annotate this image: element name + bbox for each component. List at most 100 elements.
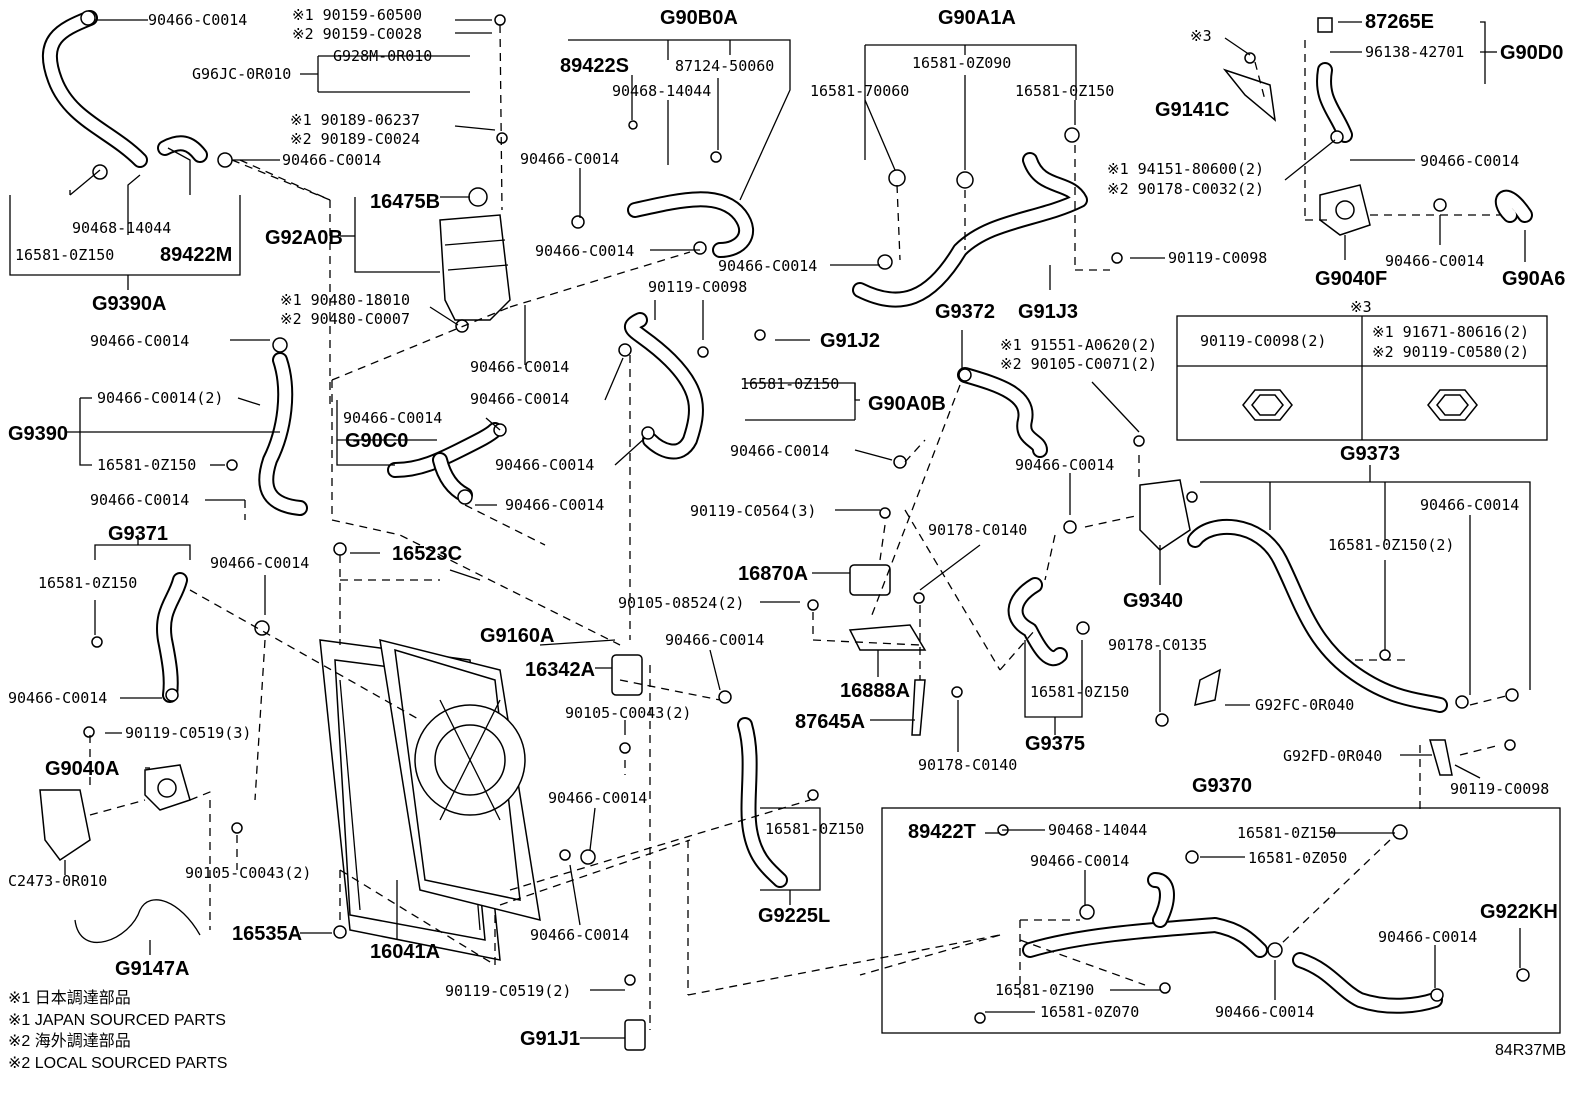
part-label: 96138-42701 [1365,43,1464,61]
part-label: 90466-C0014 [730,442,829,460]
part-label: 16581-0Z150 [740,375,839,393]
part-label: 90178-C0140 [918,756,1017,774]
part-label: ※2 90105-C0071(2) [1000,355,1157,373]
part-label: G9390 [8,423,68,445]
fastener-table [1176,315,1548,441]
legend-line: ※2 海外調達部品 [8,1032,131,1050]
part-label: 90105-C0043(2) [565,704,691,722]
part-label: G9141C [1155,99,1230,121]
part-label: 90466-C0014 [718,257,817,275]
part-label: ※2 90178-C0032(2) [1107,180,1264,198]
part-label: 90466-C0014 [90,491,189,509]
part-label: ※3 [1350,298,1372,316]
part-label: 16581-0Z150(2) [1328,536,1454,554]
part-label: G90C0 [345,430,408,452]
part-label: 90466-C0014 [282,151,381,169]
part-label: G90D0 [1500,42,1563,64]
part-label: 90466-C0014 [90,332,189,350]
part-label: 16581-70060 [810,82,909,100]
part-label: 16581-0Z070 [1040,1003,1139,1021]
part-label: 89422M [160,244,232,266]
part-label: G9370 [1192,775,1252,797]
legend: ※1 日本調達部品 ※1 JAPAN SOURCED PARTS ※2 海外調達… [8,989,227,1072]
part-label: 90105-C0043(2) [185,864,311,882]
part-label: 90466-C0014 [665,631,764,649]
part-label: G90A0B [868,393,946,415]
part-label: ※1 91671-80616(2) [1372,323,1529,341]
legend-line: ※2 LOCAL SOURCED PARTS [8,1055,227,1072]
part-label: G96JC-0R010 [192,65,291,83]
part-label: 90466-C0014 [535,242,634,260]
part-label: ※3 [1190,27,1212,45]
part-label: ※1 90480-18010 [280,291,410,309]
part-label: G9373 [1340,443,1400,465]
part-label: 90466-C0014 [548,789,647,807]
part-label: 16581-0Z090 [912,54,1011,72]
radiator [319,638,541,961]
part-label: G91J1 [520,1028,580,1050]
part-label: G9160A [480,625,555,647]
hoses [42,10,1533,1014]
part-label: 90466-C0014 [520,150,619,168]
part-label: G9390A [92,293,167,315]
legend-line: ※1 JAPAN SOURCED PARTS [8,1012,226,1029]
part-label: 90466-C0014 [343,409,442,427]
part-label: 90178-C0135 [1108,636,1207,654]
part-label: 90119-C0098 [648,278,747,296]
part-label: 16581-0Z150 [97,456,196,474]
part-label: G9225L [758,905,830,927]
part-label: 90466-C0014 [1420,496,1519,514]
part-label: 90466-C0014(2) [97,389,223,407]
part-label: 90468-14044 [1048,821,1147,839]
part-label: 90466-C0014 [1215,1003,1314,1021]
part-label: 16581-0Z150 [1237,824,1336,842]
part-label: 87645A [795,711,865,733]
part-label: 16581-0Z150 [1015,82,1114,100]
diagram-code: 84R37MB [1495,1042,1566,1059]
part-label: G91J3 [1018,301,1078,323]
part-label: 90466-C0014 [495,456,594,474]
part-label: 16581-0Z050 [1248,849,1347,867]
part-label: 16581-0Z150 [1030,683,1129,701]
part-label: 90119-C0098(2) [1200,332,1326,350]
part-label: 16581-0Z150 [38,574,137,592]
part-label: 90466-C0014 [470,390,569,408]
part-label: 90466-C0014 [1378,928,1477,946]
part-label: 16870A [738,563,808,585]
part-label: 89422S [560,55,629,77]
part-label: G9040A [45,758,120,780]
part-label: ※2 90480-C0007 [280,310,410,328]
small-parts [39,10,1530,1051]
part-label: G91J2 [820,330,880,352]
part-label: 90178-C0140 [928,521,1027,539]
part-label: ※2 90119-C0580(2) [1372,343,1529,361]
part-label: G90B0A [660,7,738,29]
part-label: 90466-C0014 [505,496,604,514]
part-label: 90466-C0014 [1015,456,1114,474]
part-label: G90A1A [938,7,1016,29]
part-label: G90A6 [1502,268,1565,290]
part-label: G928M-0R010 [333,47,432,65]
part-label: G9147A [115,958,190,980]
part-label: 90119-C0098 [1168,249,1267,267]
part-label: 16475B [370,191,440,213]
part-label: 90468-14044 [612,82,711,100]
part-label: 16523C [392,543,462,565]
part-label: 90119-C0519(3) [125,724,251,742]
part-label: ※1 90159-60500 [292,6,422,24]
part-label: 16581-0Z190 [995,981,1094,999]
part-label: 90466-C0014 [1030,852,1129,870]
part-label: 90119-C0098 [1450,780,1549,798]
part-label: 90105-08524(2) [618,594,744,612]
part-label: ※1 94151-80600(2) [1107,160,1264,178]
part-label: 87124-50060 [675,57,774,75]
part-label: G922KH [1480,901,1558,923]
part-label: G92A0B [265,227,343,249]
part-label: 90466-C0014 [8,689,107,707]
labels: 90466-C0014 ※1 90159-60500 ※2 90159-C002… [8,6,1566,1059]
part-label: 16041A [370,941,440,963]
part-label: 16535A [232,923,302,945]
part-label: 16888A [840,680,910,702]
part-label: G9372 [935,301,995,323]
